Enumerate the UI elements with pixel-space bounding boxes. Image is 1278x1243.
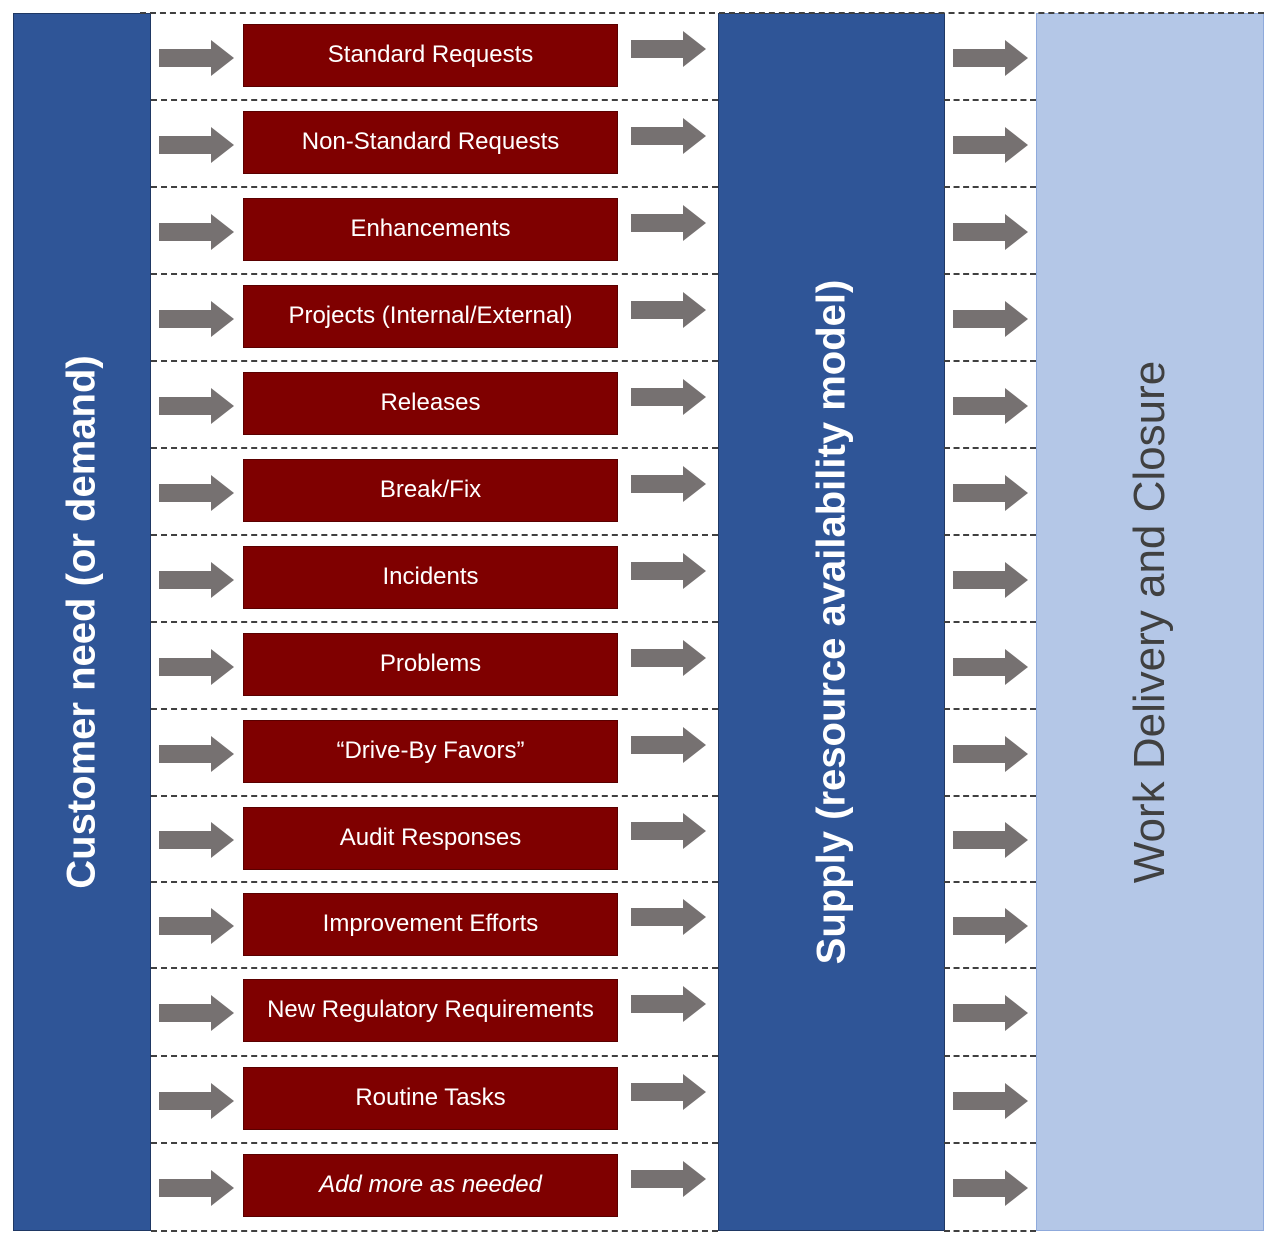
work-delivery-column: Work Delivery and Closure	[1036, 13, 1264, 1231]
work-delivery-label: Work Delivery and Closure	[1125, 360, 1174, 884]
row-divider	[944, 447, 1036, 449]
row-divider	[151, 1142, 718, 1144]
row-divider	[151, 99, 718, 101]
demand-type-box: Improvement Efforts	[243, 893, 618, 956]
row-divider	[151, 881, 718, 883]
demand-type-box: Enhancements	[243, 198, 618, 261]
arrow-right-icon	[953, 735, 1028, 772]
row-divider	[944, 273, 1036, 275]
row-divider	[151, 708, 718, 710]
arrow-right-icon	[159, 474, 234, 511]
arrow-right-icon	[631, 552, 706, 589]
arrow-right-icon	[159, 213, 234, 250]
row-divider	[151, 534, 718, 536]
row-divider	[944, 1230, 1036, 1232]
row-divider	[151, 1055, 718, 1057]
supply-label: Supply (resource availability model)	[809, 279, 853, 965]
row-divider	[151, 186, 718, 188]
demand-type-box: Projects (Internal/External)	[243, 285, 618, 348]
arrow-right-icon	[159, 126, 234, 163]
arrow-right-icon	[631, 117, 706, 154]
arrow-right-icon	[159, 1170, 234, 1206]
arrow-right-icon	[953, 561, 1028, 598]
arrow-right-icon	[159, 1082, 234, 1119]
arrow-right-icon	[631, 899, 706, 935]
arrow-right-icon	[953, 1170, 1028, 1206]
customer-demand-column: Customer need (or demand)	[13, 13, 151, 1231]
row-divider	[944, 360, 1036, 362]
supply-column: Supply (resource availability model)	[718, 13, 945, 1231]
arrow-right-icon	[159, 908, 234, 944]
customer-demand-label: Customer need (or demand)	[59, 355, 104, 889]
arrow-right-icon	[631, 465, 706, 502]
row-divider	[151, 621, 718, 623]
arrow-right-icon	[631, 639, 706, 676]
arrow-right-icon	[631, 378, 706, 415]
demand-type-box: Incidents	[243, 546, 618, 609]
arrow-right-icon	[631, 986, 706, 1022]
row-divider	[944, 708, 1036, 710]
row-divider	[944, 795, 1036, 797]
row-divider	[151, 795, 718, 797]
demand-type-box: Non-Standard Requests	[243, 111, 618, 174]
row-divider	[151, 273, 718, 275]
demand-type-box: Add more as needed	[243, 1154, 618, 1217]
row-divider	[151, 447, 718, 449]
arrow-right-icon	[631, 30, 706, 67]
row-divider	[944, 881, 1036, 883]
demand-type-box: Break/Fix	[243, 459, 618, 522]
arrow-right-icon	[953, 213, 1028, 250]
row-divider	[944, 621, 1036, 623]
arrow-right-icon	[953, 1082, 1028, 1119]
arrow-right-icon	[631, 1073, 706, 1110]
arrow-right-icon	[631, 726, 706, 763]
arrow-right-icon	[159, 300, 234, 337]
arrow-right-icon	[631, 813, 706, 849]
arrow-right-icon	[159, 387, 234, 424]
demand-type-box: Releases	[243, 372, 618, 435]
row-divider	[944, 99, 1036, 101]
arrow-right-icon	[631, 204, 706, 241]
row-divider	[944, 534, 1036, 536]
arrow-right-icon	[953, 995, 1028, 1031]
demand-type-box: “Drive-By Favors”	[243, 720, 618, 783]
row-divider	[944, 1142, 1036, 1144]
demand-type-box: Audit Responses	[243, 807, 618, 870]
arrow-right-icon	[953, 126, 1028, 163]
arrow-right-icon	[159, 561, 234, 598]
row-divider	[151, 360, 718, 362]
arrow-right-icon	[631, 291, 706, 328]
demand-type-box: Routine Tasks	[243, 1067, 618, 1130]
arrow-right-icon	[953, 648, 1028, 685]
row-divider	[140, 12, 1264, 14]
row-divider	[151, 1230, 718, 1232]
row-divider	[944, 1055, 1036, 1057]
arrow-right-icon	[159, 735, 234, 772]
arrow-right-icon	[159, 39, 234, 76]
arrow-right-icon	[159, 648, 234, 685]
arrow-right-icon	[953, 822, 1028, 858]
demand-type-box: New Regulatory Requirements	[243, 979, 618, 1042]
arrow-right-icon	[159, 995, 234, 1031]
demand-type-box: Problems	[243, 633, 618, 696]
row-divider	[944, 186, 1036, 188]
arrow-right-icon	[631, 1161, 706, 1197]
arrow-right-icon	[953, 300, 1028, 337]
arrow-right-icon	[953, 474, 1028, 511]
arrow-right-icon	[953, 39, 1028, 76]
arrow-right-icon	[953, 387, 1028, 424]
arrow-right-icon	[953, 908, 1028, 944]
demand-type-box: Standard Requests	[243, 24, 618, 87]
arrow-right-icon	[159, 822, 234, 858]
row-divider	[944, 967, 1036, 969]
row-divider	[151, 967, 718, 969]
